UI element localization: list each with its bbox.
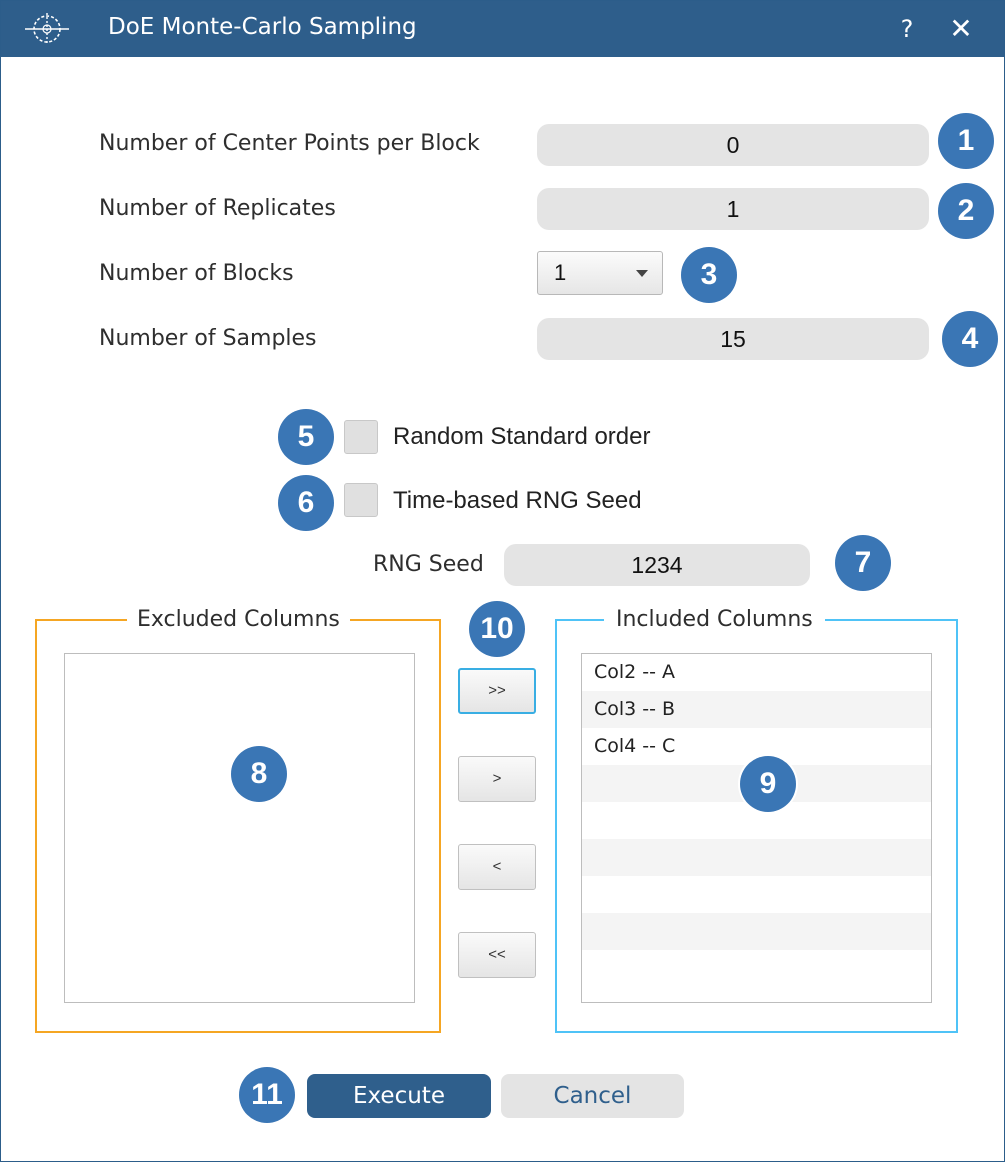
help-button[interactable]: ? xyxy=(900,15,914,43)
title-bar[interactable]: DoE Monte-Carlo Sampling ? ✕ xyxy=(1,1,1004,57)
callout-badge-6: 6 xyxy=(278,475,334,531)
empty-list-row xyxy=(582,913,931,950)
callout-badge-1: 1 xyxy=(938,113,994,169)
callout-badge-10: 10 xyxy=(469,601,525,657)
excluded-columns-title: Excluded Columns xyxy=(127,607,350,632)
replicates-label: Number of Replicates xyxy=(99,196,336,221)
callout-badge-3: 3 xyxy=(681,247,737,303)
execute-button[interactable]: Execute xyxy=(307,1074,491,1118)
blocks-dropdown-value: 1 xyxy=(554,260,567,285)
circle-target-icon xyxy=(25,13,69,45)
list-item[interactable]: Col3 -- B xyxy=(582,691,931,728)
window-title: DoE Monte-Carlo Sampling xyxy=(108,14,417,40)
empty-list-row xyxy=(582,876,931,913)
cancel-button[interactable]: Cancel xyxy=(501,1074,684,1118)
callout-badge-7: 7 xyxy=(835,535,891,591)
rng-seed-input[interactable]: 1234 xyxy=(504,544,810,586)
random-order-checkbox[interactable] xyxy=(344,420,378,454)
replicates-input[interactable]: 1 xyxy=(537,188,929,230)
callout-badge-8: 8 xyxy=(231,746,287,802)
close-button[interactable]: ✕ xyxy=(949,12,973,45)
move-all-right-button[interactable]: >> xyxy=(458,668,536,714)
callout-badge-5: 5 xyxy=(278,409,334,465)
samples-input[interactable]: 15 xyxy=(537,318,929,360)
included-columns-group: Included Columns xyxy=(555,607,958,1033)
move-all-left-button[interactable]: << xyxy=(458,932,536,978)
callout-badge-2: 2 xyxy=(938,183,994,239)
rng-seed-label: RNG Seed xyxy=(373,552,484,577)
chevron-down-icon xyxy=(636,270,648,277)
blocks-dropdown[interactable]: 1 xyxy=(537,251,663,295)
included-columns-title: Included Columns xyxy=(604,607,825,632)
center-points-input[interactable]: 0 xyxy=(537,124,929,166)
callout-badge-11: 11 xyxy=(239,1067,295,1123)
time-seed-label[interactable]: Time-based RNG Seed xyxy=(393,487,642,514)
included-columns-list[interactable]: Col2 -- A Col3 -- B Col4 -- C xyxy=(581,653,932,1003)
empty-list-row xyxy=(582,950,931,987)
callout-badge-9: 9 xyxy=(740,756,796,812)
move-right-button[interactable]: > xyxy=(458,756,536,802)
list-item[interactable]: Col4 -- C xyxy=(594,735,676,757)
random-order-label[interactable]: Random Standard order xyxy=(393,423,651,450)
excluded-columns-list[interactable] xyxy=(64,653,415,1003)
blocks-label: Number of Blocks xyxy=(99,261,294,286)
list-item[interactable]: Col2 -- A xyxy=(594,661,676,683)
callout-badge-4: 4 xyxy=(942,311,998,367)
empty-list-row xyxy=(582,839,931,876)
center-points-label: Number of Center Points per Block xyxy=(99,131,480,156)
excluded-columns-group: Excluded Columns xyxy=(35,607,441,1033)
move-left-button[interactable]: < xyxy=(458,844,536,890)
samples-label: Number of Samples xyxy=(99,326,317,351)
time-seed-checkbox[interactable] xyxy=(344,483,378,517)
